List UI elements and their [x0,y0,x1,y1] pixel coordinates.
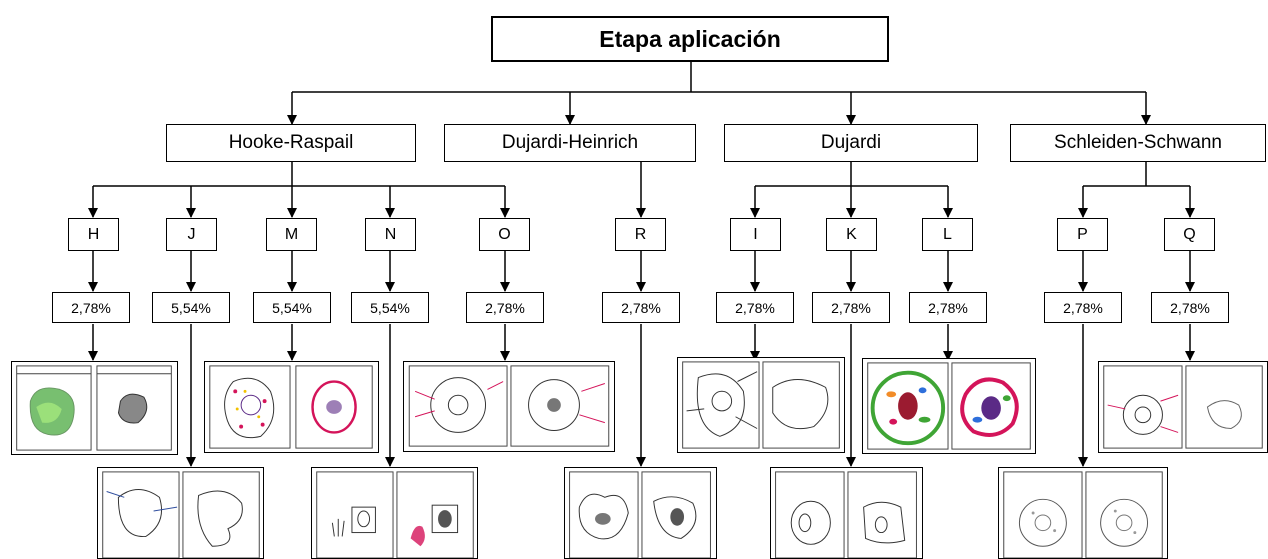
theory-node-dujardi: Dujardi [724,124,978,162]
student-node-q: Q [1164,218,1215,251]
drawing-q-sketch [1103,365,1263,449]
drawing-k [770,467,923,559]
student-node-r: R [615,218,666,251]
drawing-h-sketch [16,365,172,451]
drawing-j [97,467,264,559]
student-node-o: O [479,218,530,251]
percentage-q: 2,78% [1151,292,1229,323]
drawing-r [564,467,717,559]
theory-node-dujardi-heinrich: Dujardi-Heinrich [444,124,696,162]
percentage-l: 2,78% [909,292,987,323]
percentage-h: 2,78% [52,292,130,323]
drawing-h [11,361,178,455]
drawing-j-sketch [102,471,260,558]
percentage-n: 5,54% [351,292,429,323]
drawing-n [311,467,478,559]
drawing-k-sketch [775,471,917,558]
drawing-p [998,467,1168,559]
drawing-i-sketch [682,361,840,449]
drawing-l-sketch [867,362,1031,450]
percentage-o: 2,78% [466,292,544,323]
student-node-l: L [922,218,973,251]
theory-node-hooke-raspail: Hooke-Raspail [166,124,416,162]
student-node-m: M [266,218,317,251]
drawing-p-sketch [1003,471,1163,558]
drawing-l [862,358,1036,454]
student-node-h: H [68,218,119,251]
root-node: Etapa aplicación [491,16,889,62]
percentage-i: 2,78% [716,292,794,323]
drawing-m-sketch [209,365,373,449]
drawing-o-sketch [408,365,610,447]
theory-node-schleiden-schwann: Schleiden-Schwann [1010,124,1266,162]
percentage-p: 2,78% [1044,292,1122,323]
student-node-i: I [730,218,781,251]
student-node-j: J [166,218,217,251]
drawing-i [677,357,845,453]
percentage-j: 5,54% [152,292,230,323]
drawing-r-sketch [569,471,711,558]
drawing-m [204,361,379,453]
drawing-o [403,361,615,452]
drawing-q [1098,361,1268,453]
student-node-n: N [365,218,416,251]
percentage-k: 2,78% [812,292,890,323]
student-node-p: P [1057,218,1108,251]
drawing-n-sketch [316,471,474,558]
percentage-m: 5,54% [253,292,331,323]
student-node-k: K [826,218,877,251]
percentage-r: 2,78% [602,292,680,323]
